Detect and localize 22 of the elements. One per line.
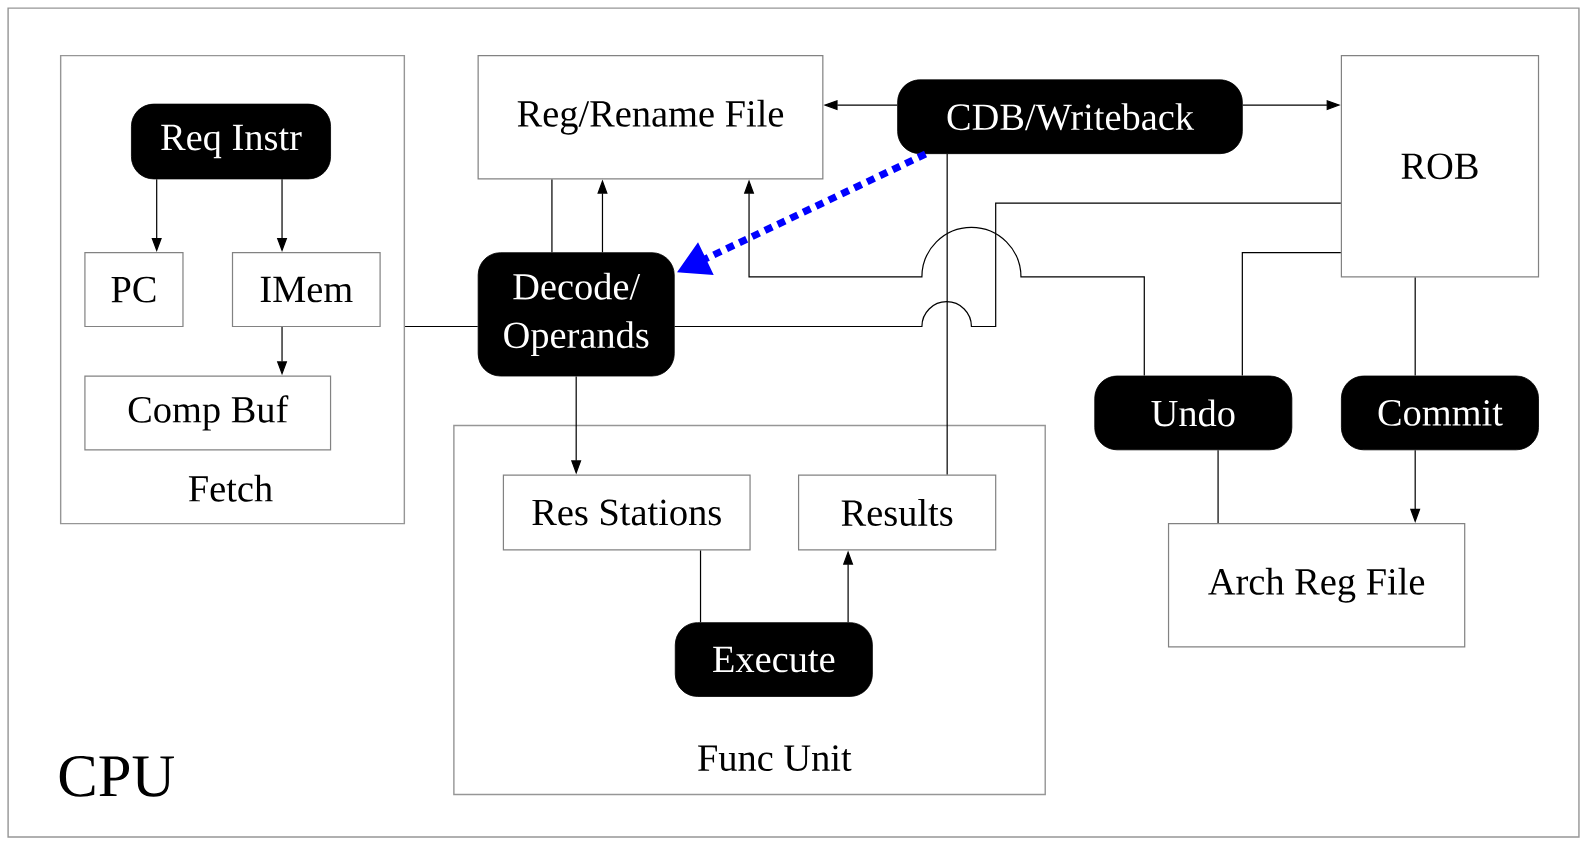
block-box: IMem [231,252,381,328]
connector-line [699,549,702,623]
stage-box: Undo [1094,375,1293,451]
stage-box: Decode/ Operands [477,252,675,377]
stage-box: Req Instr [131,103,331,180]
block-box: ROB [1340,55,1540,278]
stage-box: Execute [674,622,873,697]
connector-line [404,325,479,328]
connector-line [1217,449,1219,524]
connector-line [1414,276,1416,377]
block-box: Reg/Rename File [477,55,824,180]
connector-line [946,153,948,476]
connector-line [551,178,553,253]
connector-line [1241,252,1342,377]
block-box: Arch Reg File [1167,523,1466,648]
block-box: PC [84,252,184,328]
stage-box: CDB/Writeback [897,79,1243,155]
block-box: Res Stations [502,474,751,551]
stage-box: Commit [1341,375,1539,451]
connector-line [674,202,1342,328]
block-box: Comp Buf [84,375,332,451]
block-box: Results [797,474,997,551]
